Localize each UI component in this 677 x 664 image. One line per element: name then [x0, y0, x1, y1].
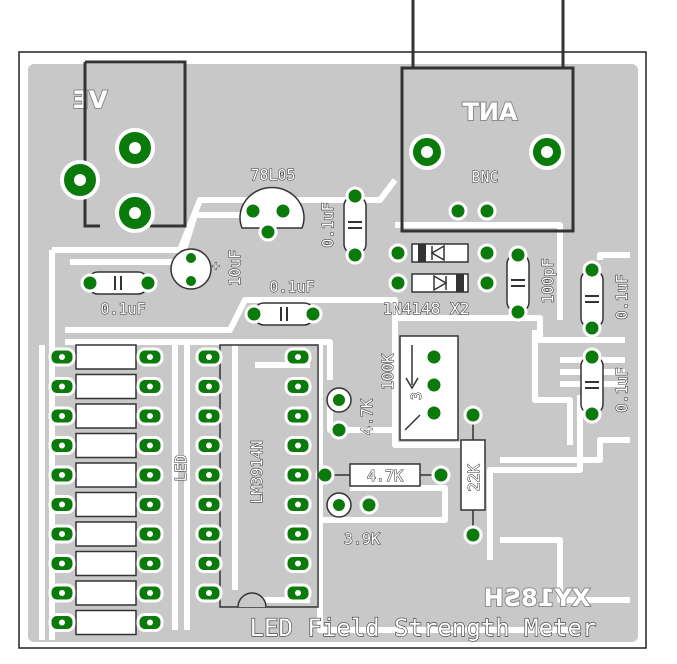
isolation-channels — [39, 178, 630, 640]
signature-mirrored: XY18SH — [484, 584, 591, 612]
bnc-label: BNC — [471, 168, 498, 186]
cap-reg-out-pad-2 — [345, 245, 365, 265]
bnc-pad-center — [448, 201, 468, 221]
cap-right-bottom-label: 0.1uF — [613, 367, 631, 412]
bnc-footprint — [400, 66, 575, 233]
led-segment — [75, 491, 137, 518]
pot-pin-label: 3 — [410, 392, 425, 400]
board-title: LED Field Strength Meter — [250, 614, 597, 642]
copper-label-right: ANT — [462, 98, 518, 126]
pot-pad-2 — [424, 375, 444, 395]
ic-notch — [237, 592, 267, 608]
led-segment — [75, 462, 137, 488]
electrolytic-label: 10uF — [226, 250, 244, 286]
electrolytic-plus: + — [212, 259, 220, 274]
r-3k9-pad-1 — [331, 497, 347, 513]
cap-reg-out-pad-1 — [345, 186, 365, 206]
ic-label: LM3914N — [248, 440, 266, 503]
diodes — [388, 243, 497, 293]
pot-label: 100K — [379, 354, 397, 390]
led-segment — [75, 550, 137, 577]
power-jack-outline-left — [83, 62, 100, 228]
cap-reg-out-label: 0.1uF — [319, 202, 337, 247]
cap-right-top-pad-1 — [582, 260, 602, 280]
r-3k9-pad-2 — [359, 495, 379, 515]
r-4k7-horizontal-body — [349, 463, 421, 487]
r-3k9-label: 3.9K — [344, 530, 380, 548]
r-22k-body — [460, 439, 486, 511]
pot-pad-3 — [424, 403, 444, 423]
led-segment — [75, 373, 137, 400]
r-4k7-horizontal-pad-1 — [315, 465, 335, 485]
power-jack-outline — [85, 60, 187, 228]
led-segment — [75, 609, 137, 636]
led-label: LED — [172, 454, 190, 481]
regulator-pads — [243, 201, 293, 242]
r-4k7-horizontal-label: 4.7K — [367, 467, 403, 485]
cap-right-top-pad-2 — [582, 318, 602, 338]
r-4k7-vertical-pad-1 — [331, 392, 347, 408]
led-segment — [75, 580, 137, 606]
regulator-label: 78L05 — [250, 166, 295, 184]
cap-mid-label: 0.1uF — [269, 278, 314, 296]
cap-mid-pad-1 — [244, 304, 264, 324]
cap-mid-pad-2 — [303, 304, 323, 324]
cap-100p-pad-1 — [508, 245, 528, 265]
cap-100p-pad-2 — [508, 302, 528, 322]
led-segment — [75, 344, 137, 370]
led-bar-graph — [48, 344, 164, 636]
cap-100p-label: 100pF — [539, 258, 557, 303]
led-segment — [75, 403, 137, 429]
led-segment — [75, 521, 137, 547]
pot-pad-1 — [424, 347, 444, 367]
cap-right-top-label: 0.1uF — [613, 274, 631, 319]
copper-label-left: VE — [73, 86, 108, 114]
electrolytic-pad-2 — [184, 274, 198, 288]
cap-right-bottom-pad-2 — [582, 404, 602, 424]
cap-input-label: 0.1uF — [100, 300, 145, 318]
diodes-label: 1N4148 X2 — [383, 299, 470, 318]
r-4k7-vertical-label: 4.7K — [358, 399, 376, 435]
led-segment — [75, 432, 137, 459]
cap-input-pad-2 — [138, 273, 158, 293]
cap-input-pad-1 — [80, 273, 100, 293]
bnc-pad-shield — [477, 201, 497, 221]
ic-pads — [195, 347, 312, 603]
r-4k7-vertical-pad-2 — [329, 420, 349, 440]
r-22k-label: 22K — [465, 464, 483, 491]
cap-right-bottom-pad-1 — [582, 347, 602, 367]
r-4k7-horizontal-pad-2 — [431, 465, 451, 485]
r-22k-pad-2 — [463, 525, 483, 545]
electrolytic-cap-outline — [170, 248, 212, 290]
r-22k-pad-1 — [463, 405, 483, 425]
electrolytic-pad-1 — [184, 251, 198, 265]
